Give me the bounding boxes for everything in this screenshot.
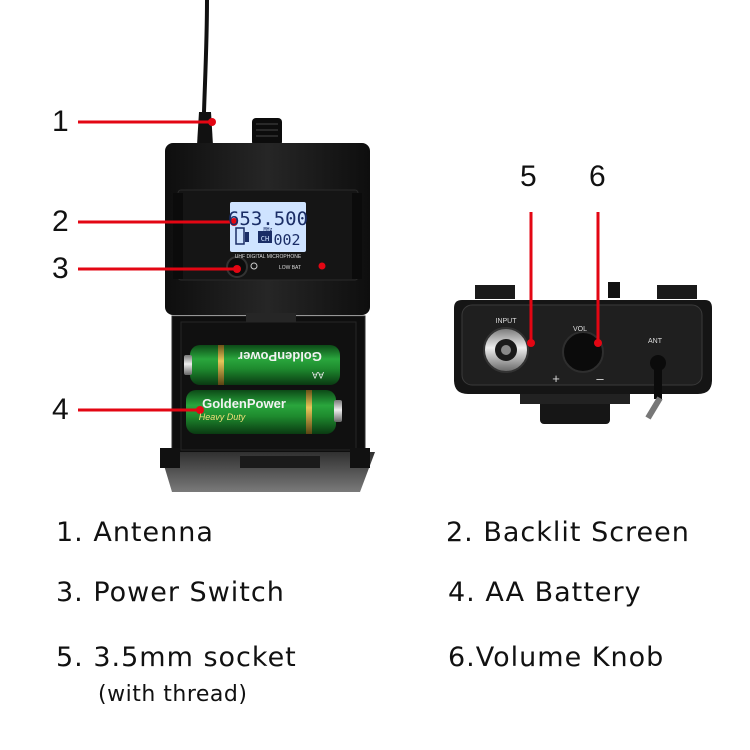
callout-number-4: 4	[52, 393, 69, 426]
lcd-unit: MHz	[263, 227, 272, 233]
legend-item-aa-battery: 4. AA Battery	[448, 577, 642, 608]
bodypack-top-view	[454, 282, 712, 424]
battery-bottom-brand: GoldenPower	[202, 396, 286, 411]
panel-plus: +	[552, 371, 560, 386]
callout-number-1: 1	[52, 105, 69, 138]
bodypack-front	[165, 143, 370, 315]
panel-input-label: INPUT	[496, 318, 518, 325]
battery-tag: Heavy Duty	[199, 412, 246, 422]
callout-number-6: 6	[589, 160, 606, 193]
panel-ant-label: ANT	[648, 338, 663, 345]
battery-compartment	[171, 313, 366, 457]
aa-battery-bottom	[186, 390, 342, 434]
battery-door	[160, 448, 375, 492]
battery-aa-label: AA	[312, 370, 324, 380]
lcd-ch-tag: CH	[261, 235, 269, 243]
low-bat-led	[318, 262, 326, 270]
panel-minus: –	[596, 371, 604, 386]
low-bat-label: LOW BAT	[279, 265, 301, 271]
legend-item-antenna: 1. Antenna	[56, 517, 214, 548]
callout-lines	[78, 118, 602, 414]
legend-item-backlit-screen: 2. Backlit Screen	[446, 517, 690, 548]
panel-vol-label: VOL	[573, 326, 587, 333]
battery-top-brand: GoldenPower	[238, 349, 322, 364]
lcd-channel: 002	[273, 231, 300, 249]
aa-battery-top	[184, 345, 340, 385]
top-knob	[252, 118, 282, 146]
legend-item-volume-knob: 6.Volume Knob	[448, 642, 665, 673]
lcd-frequency: 653.500	[228, 208, 308, 230]
brand-strip: UHF DIGITAL MICROPHONE	[235, 254, 302, 260]
legend-item-socket-note: (with thread)	[98, 682, 248, 707]
callout-number-2: 2	[52, 205, 69, 238]
volume-knob	[562, 331, 604, 373]
legend-item-socket: 5. 3.5mm socket	[56, 642, 297, 673]
callout-number-3: 3	[52, 252, 69, 285]
legend-item-power-switch: 3. Power Switch	[56, 577, 285, 608]
callout-number-5: 5	[520, 160, 537, 193]
device-printing: 653.500 MHz CH 002 UHF DIGITAL MICROPHON…	[199, 208, 663, 422]
